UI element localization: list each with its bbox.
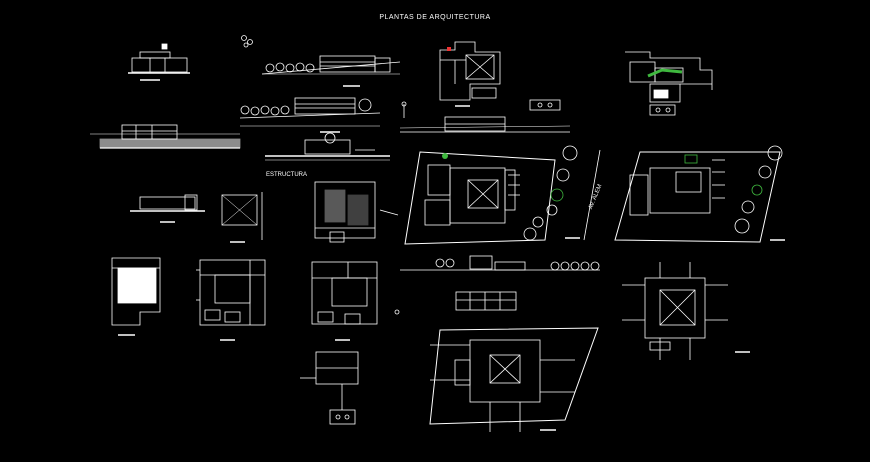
sheet-title: PLANTAS DE ARQUITECTURA bbox=[379, 14, 491, 21]
site-plan-drawing bbox=[625, 51, 713, 116]
elevation-drawing bbox=[90, 124, 241, 149]
elevation-drawing bbox=[399, 101, 571, 133]
roof-plan-drawing bbox=[111, 257, 161, 336]
elevation-drawing bbox=[239, 97, 381, 133]
elevation-drawing bbox=[529, 99, 561, 111]
tree-symbols bbox=[241, 35, 253, 48]
section-label: ESTRUCTURA bbox=[266, 172, 308, 178]
floor-plan-drawing bbox=[311, 261, 400, 341]
site-plan-drawing bbox=[404, 145, 580, 245]
floor-plan-drawing bbox=[622, 262, 750, 360]
section-drawing bbox=[265, 132, 390, 161]
street-line bbox=[583, 149, 601, 241]
elevation-drawing bbox=[455, 291, 517, 311]
floor-plan-drawing bbox=[196, 259, 266, 341]
structure-plan-drawing bbox=[221, 192, 263, 243]
elevation-drawing bbox=[128, 43, 190, 81]
elevation-drawing bbox=[261, 55, 401, 87]
floor-plan-drawing bbox=[439, 41, 501, 107]
floor-plan-drawing bbox=[314, 181, 399, 243]
floor-plan-drawing bbox=[300, 351, 359, 425]
site-plan-drawing bbox=[614, 145, 785, 243]
elevation-drawing bbox=[400, 255, 600, 271]
site-plan-drawing bbox=[429, 327, 599, 432]
elevation-drawing bbox=[130, 194, 205, 223]
